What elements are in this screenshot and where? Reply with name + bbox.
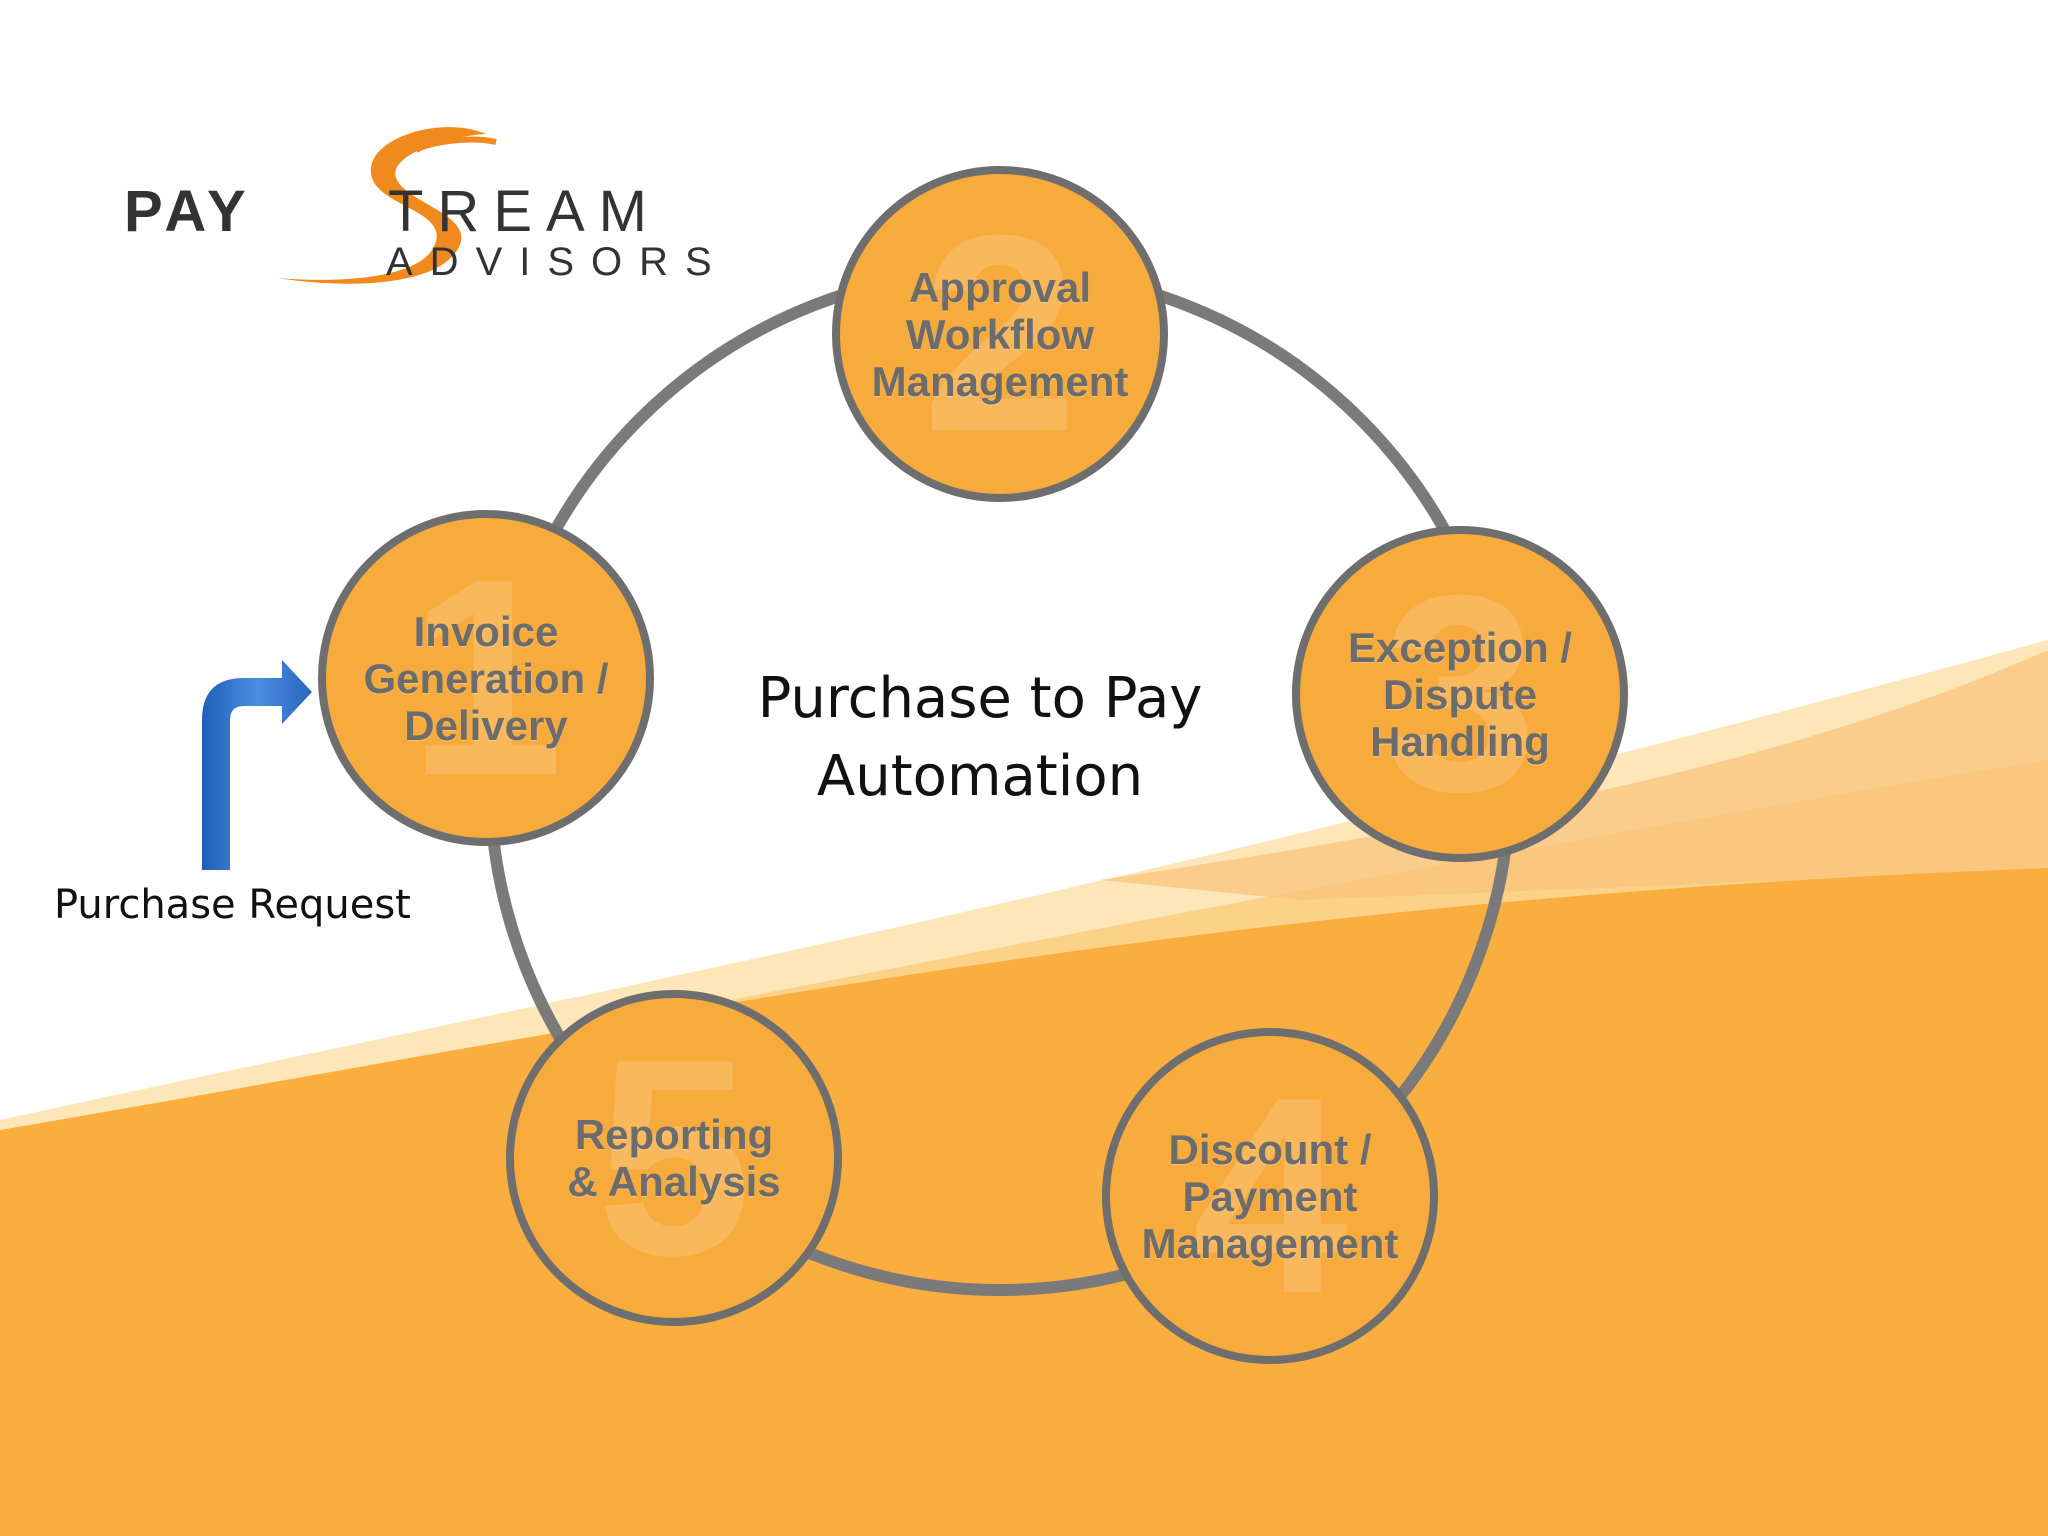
entry-label: Purchase Request — [54, 882, 411, 928]
step-number: 1 — [408, 522, 564, 834]
company-logo: PAY TREAM ADVISORS — [110, 120, 712, 300]
step-discount-payment: 4 Discount / Payment Management — [1102, 1028, 1438, 1364]
wave-main — [0, 868, 2048, 1536]
step-number: 5 — [596, 1002, 752, 1314]
wave-top-right — [1100, 650, 2048, 900]
step-number: 4 — [1192, 1040, 1348, 1352]
diagram-title: Purchase to Pay Automation — [757, 666, 1203, 809]
step-label: Reporting & Analysis — [567, 1111, 781, 1205]
logo-swoosh-icon — [278, 127, 497, 284]
step-label: Discount / Payment Management — [1141, 1125, 1399, 1267]
entry-arrow — [202, 660, 312, 870]
step-approval-workflow: 2 Approval Workflow Management — [832, 166, 1168, 502]
step-label: Invoice Generation / Delivery — [363, 607, 609, 749]
step-reporting-analysis: 5 Reporting & Analysis — [506, 990, 842, 1326]
logo-text-advisors: ADVISORS — [386, 240, 729, 284]
step-number: 3 — [1382, 538, 1538, 850]
step-label: Approval Workflow Management — [871, 263, 1129, 405]
logo-text-pay: PAY — [124, 179, 252, 244]
step-exception-dispute: 3 Exception / Dispute Handling — [1292, 526, 1628, 862]
logo-text-tream: TREAM — [388, 179, 661, 244]
step-label: Exception / Dispute Handling — [1347, 623, 1573, 765]
step-number: 2 — [922, 178, 1078, 490]
step-invoice-generation: 1 Invoice Generation / Delivery — [318, 510, 654, 846]
